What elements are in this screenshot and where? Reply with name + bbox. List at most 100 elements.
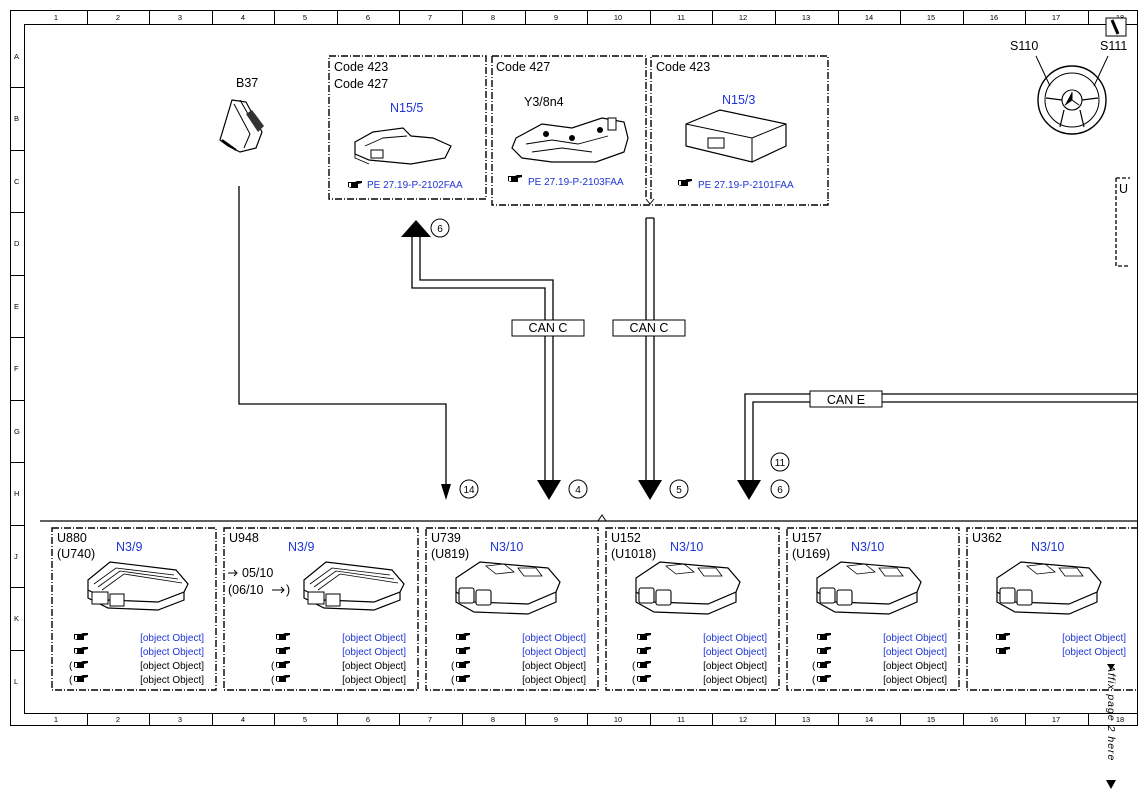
paren-open: ( (632, 675, 636, 686)
s111-label: S111 (1100, 39, 1127, 53)
valid-from-date: 05/10 (242, 566, 273, 580)
paren-open: ( (451, 675, 455, 686)
document-hand-icon (276, 661, 290, 668)
n15-5-module-icon (354, 127, 452, 165)
connector-4: 4 (575, 485, 581, 496)
paren-open: ( (69, 675, 73, 686)
box1-pe-link[interactable]: PE 27.19-P-2102FAA (367, 180, 463, 191)
grid-row-label: B (14, 114, 19, 123)
can-c-1-label: CAN C (529, 321, 568, 335)
grid-col-top: 16 (990, 13, 998, 22)
ecu-part-link[interactable]: N3/10 (670, 540, 703, 554)
pe-reference-link[interactable]: [object Object] (342, 647, 406, 658)
ecu-module-icon (635, 561, 741, 615)
pe-reference-link[interactable]: [object Object] (342, 661, 406, 672)
n15-5-box (328, 55, 487, 200)
grid-col-top: 1 (54, 13, 58, 22)
pe-reference-link[interactable]: [object Object] (522, 633, 586, 644)
paren-close: ) (286, 583, 290, 597)
connector-markers: 6 14 4 5 11 6 (430, 218, 790, 499)
pe-reference-link[interactable]: [object Object] (522, 661, 586, 672)
grid-col-top: 7 (428, 13, 432, 22)
pe-reference-link[interactable]: [object Object] (140, 647, 204, 658)
ecu-part-link[interactable]: N3/9 (288, 540, 314, 554)
pe-reference-link[interactable]: [object Object] (522, 675, 586, 686)
pe-reference-link[interactable]: [object Object] (522, 647, 586, 658)
grid-col-bottom: 14 (865, 715, 873, 724)
can-e-label: CAN E (827, 393, 865, 407)
pe-reference-link[interactable]: [object Object] (703, 633, 767, 644)
grid-col-top: 14 (865, 13, 873, 22)
grid-row-label: L (14, 677, 18, 686)
document-hand-icon (817, 633, 831, 640)
grid-col-top: 13 (802, 13, 810, 22)
grid-row-label: D (14, 239, 20, 248)
pe-reference-link[interactable]: [object Object] (703, 661, 767, 672)
pe-reference-link[interactable]: [object Object] (1062, 633, 1126, 644)
pe-reference-link[interactable]: [object Object] (883, 633, 947, 644)
engine-control-unit-variants: U880(U740)N3/9[object Object][object Obj… (51, 527, 1138, 691)
ecu-part-link[interactable]: N3/10 (1031, 540, 1064, 554)
note-arrow-bottom-icon (1106, 780, 1116, 789)
grid-col-bottom: 15 (927, 715, 935, 724)
ecu-part-link[interactable]: N3/9 (116, 540, 142, 554)
pe-reference-link[interactable]: [object Object] (703, 675, 767, 686)
box2-code-1: Code 427 (496, 60, 550, 74)
box2-pe-link[interactable]: PE 27.19-P-2103FAA (528, 177, 624, 188)
ecu-module-icon (996, 561, 1102, 615)
paren-open: ( (812, 675, 816, 686)
pe-reference-link[interactable]: [object Object] (342, 675, 406, 686)
paren-open: ( (812, 661, 816, 672)
grid-col-bottom: 1 (54, 715, 58, 724)
grid-col-top: 17 (1052, 13, 1060, 22)
box1-code-2: Code 427 (334, 77, 388, 91)
ecu-variant-box: U157(U169)N3/10[object Object][object Ob… (786, 527, 960, 691)
connector-6-bottom: 6 (777, 485, 783, 496)
ecu-variant-box: U152(U1018)N3/10[object Object][object O… (605, 527, 780, 691)
n15-3-link[interactable]: N15/3 (722, 93, 755, 107)
ecu-module-icon (816, 561, 922, 615)
document-hand-icon (817, 675, 831, 682)
box3-pe-link[interactable]: PE 27.19-P-2101FAA (698, 180, 794, 191)
paren-open: ( (451, 661, 455, 672)
grid-col-top: 5 (303, 13, 307, 22)
variant-code: (U169) (792, 547, 830, 561)
document-hand-icon (276, 675, 290, 682)
grid-col-bottom: 8 (491, 715, 495, 724)
grid-col-bottom: 6 (366, 715, 370, 724)
grid-row-label: E (14, 302, 19, 311)
document-hand-icon (996, 633, 1010, 640)
pe-reference-link[interactable]: [object Object] (1062, 647, 1126, 658)
grid-col-top: 3 (178, 13, 182, 22)
variant-code: U362 (972, 531, 1002, 545)
ecu-module-icon (455, 561, 561, 615)
grid-row-label: K (14, 614, 19, 623)
ecu-part-link[interactable]: N3/10 (851, 540, 884, 554)
n15-5-link[interactable]: N15/5 (390, 101, 423, 115)
pe-reference-link[interactable]: [object Object] (883, 675, 947, 686)
grid-col-bottom: 9 (554, 715, 558, 724)
pe-reference-link[interactable]: [object Object] (883, 661, 947, 672)
accelerator-pedal-icon (219, 99, 264, 153)
document-hand-icon (276, 647, 290, 654)
ecu-part-link[interactable]: N3/10 (490, 540, 523, 554)
pe-reference-link[interactable]: [object Object] (140, 675, 204, 686)
grid-col-bottom: 18 (1116, 715, 1124, 724)
grid-col-bottom: 17 (1052, 715, 1060, 724)
pe-reference-link[interactable]: [object Object] (140, 661, 204, 672)
steering-wheel-icon (1035, 17, 1127, 135)
grid-col-top: 9 (554, 13, 558, 22)
ecu-module-icon (87, 561, 189, 611)
pe-reference-link[interactable]: [object Object] (703, 647, 767, 658)
pe-reference-link[interactable]: [object Object] (883, 647, 947, 658)
grid-col-bottom: 13 (802, 715, 810, 724)
wiring-lines (238, 186, 1138, 500)
connector-14: 14 (463, 485, 475, 496)
pe-reference-link[interactable]: [object Object] (140, 633, 204, 644)
pe-reference-link[interactable]: [object Object] (342, 633, 406, 644)
grid-col-top: 11 (677, 13, 685, 22)
document-hand-icon (276, 633, 290, 640)
document-hand-icon (456, 633, 470, 640)
